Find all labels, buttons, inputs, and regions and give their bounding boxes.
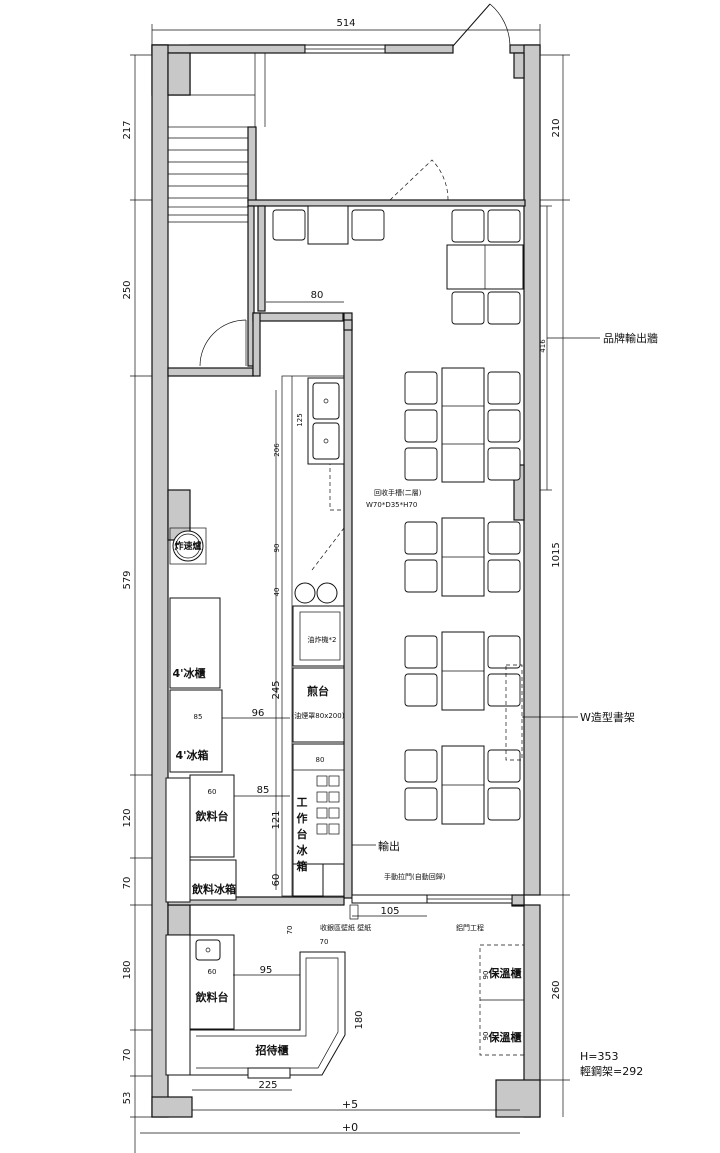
label-fryer-pair: 油炸機*2 <box>308 635 337 644</box>
outer-walls <box>151 44 541 1118</box>
dim-70: 70 <box>122 877 133 890</box>
dim-180-reception: 180 <box>354 1010 365 1029</box>
dim-180: 180 <box>122 960 133 979</box>
label-steel-frame: 輕鋼架=292 <box>580 1064 643 1078</box>
dim-60-bottom: 60 <box>271 874 282 887</box>
label-reception: 招待櫃 <box>256 1043 289 1057</box>
dimension-text: 514 217 250 579 120 70 180 70 53 210 416… <box>122 18 562 1104</box>
label-handwash-size: W70*D35*H70 <box>366 501 417 509</box>
dim-579: 579 <box>122 570 133 589</box>
dim-120: 120 <box>122 808 133 827</box>
label-brand-wall: 品牌輸出牆 <box>603 331 658 345</box>
dim-96: 96 <box>252 708 265 719</box>
dim-105: 105 <box>380 906 399 917</box>
dim-80-worktable: 80 <box>316 756 325 764</box>
entry-door <box>452 3 511 47</box>
dim-70-lower: 70 <box>122 1049 133 1062</box>
dim-121: 121 <box>271 810 282 829</box>
label-worktable-3: 台 <box>297 827 308 841</box>
label-griddle: 煎台 <box>307 684 329 698</box>
label-output: 輸出 <box>378 839 400 853</box>
label-height: H=353 <box>580 1050 618 1063</box>
label-worktable-2: 作 <box>297 811 308 825</box>
dim-210: 210 <box>551 118 562 137</box>
dim-53: 53 <box>122 1092 133 1105</box>
label-level-zero: +0 <box>342 1121 358 1134</box>
dim-60-lower: 60 <box>208 968 217 976</box>
label-door-work: 鋁門工程 <box>456 923 484 932</box>
label-cashier-wall: 收銀區壁紙 壁紙 <box>320 923 371 932</box>
dim-250: 250 <box>122 280 133 299</box>
dim-245: 245 <box>271 680 282 699</box>
label-warmer-2: 保溫櫃 <box>488 1030 522 1044</box>
dim-416: 416 <box>539 339 547 353</box>
dim-260: 260 <box>551 980 562 999</box>
front-area <box>165 904 525 1079</box>
dim-60-counter: 60 <box>208 788 217 796</box>
dimension-lines <box>130 24 600 1153</box>
dim-90: 90 <box>273 544 281 553</box>
label-griddle-note: (油煙罩80x200) <box>292 711 345 720</box>
dim-pass-80: 80 <box>311 290 324 301</box>
dim-top-width: 514 <box>336 18 355 29</box>
dim-90-warmer-b: 90 <box>482 1032 490 1041</box>
dim-70-lower-v: 70 <box>286 926 294 935</box>
dim-1015: 1015 <box>551 542 562 567</box>
label-bookshelf: W造型書架 <box>580 710 635 724</box>
dim-217: 217 <box>122 120 133 139</box>
label-fridge-bottom: 4'冰箱 <box>175 748 208 762</box>
label-worktable-4: 冰 <box>297 843 309 857</box>
label-drink-fridge: 飲料冰箱 <box>191 882 236 896</box>
labels: 品牌輸出牆 W造型書架 炸速爐 4'冰櫃 4'冰箱 飲料台 飲料冰箱 煎台 (油… <box>172 331 658 1134</box>
label-lower-drink-counter: 飲料台 <box>195 990 229 1004</box>
dim-95: 95 <box>260 965 273 976</box>
dim-90-warmer-a: 90 <box>482 971 490 980</box>
label-drink-counter: 飲料台 <box>195 809 229 823</box>
dim-206: 206 <box>273 443 281 457</box>
dim-125: 125 <box>296 413 304 426</box>
label-handwash: 回收手槽(二層) <box>374 488 422 497</box>
dim-85-counter: 85 <box>257 785 270 796</box>
label-manual-door: 手動拉門(自動回歸) <box>384 872 446 881</box>
dim-85-fridge: 85 <box>194 713 203 721</box>
label-warmer-1: 保溫櫃 <box>488 966 522 980</box>
label-level-plus5: +5 <box>342 1098 358 1111</box>
label-fryer: 炸速爐 <box>174 540 201 552</box>
kitchen <box>165 375 345 903</box>
dim-40: 40 <box>273 588 281 597</box>
label-worktable-5: 箱 <box>297 859 308 873</box>
dining-area <box>272 205 524 825</box>
label-worktable-1: 工 <box>297 796 308 809</box>
label-fridge-top: 4'冰櫃 <box>172 666 205 680</box>
dim-225: 225 <box>258 1080 277 1091</box>
dim-70-lower-h: 70 <box>320 938 329 946</box>
